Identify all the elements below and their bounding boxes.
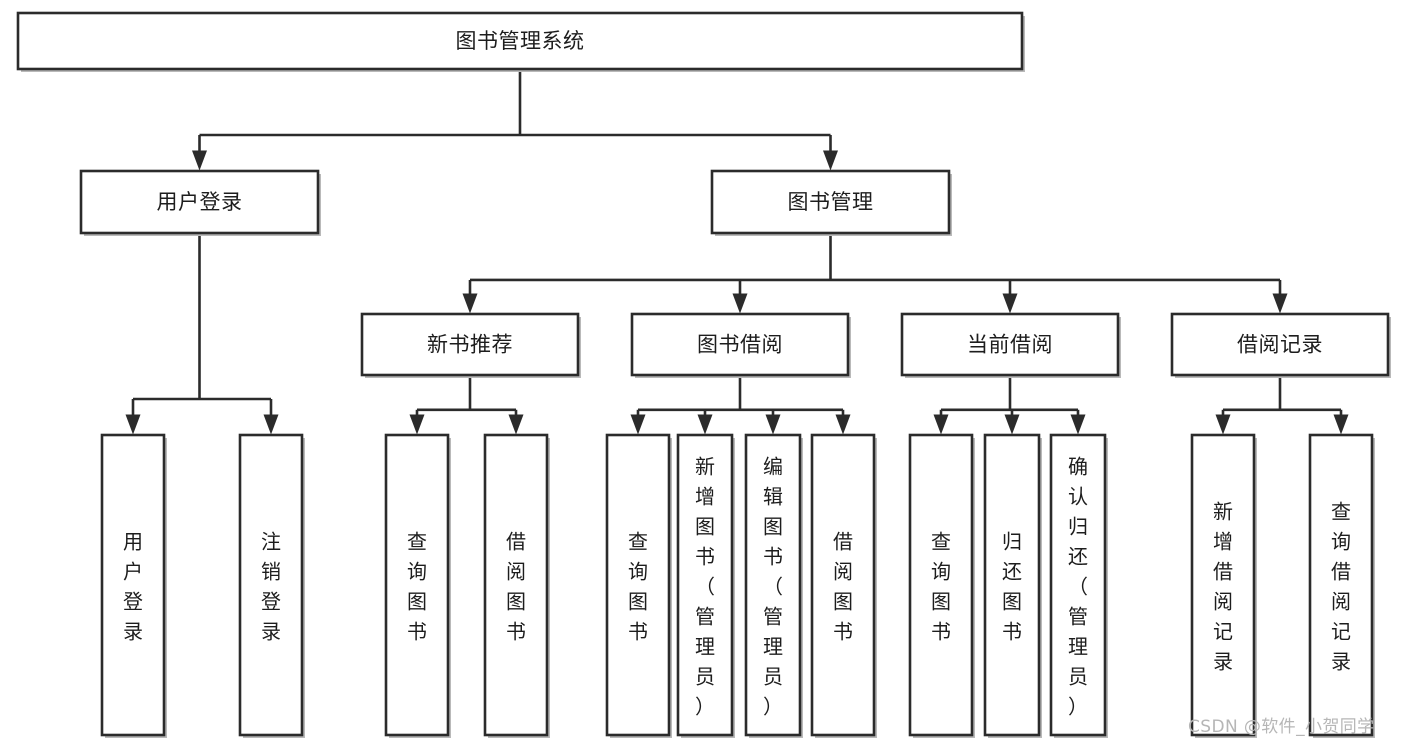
node-label: 图书管理 xyxy=(788,190,874,214)
node-label: 归还图书 xyxy=(1002,529,1022,643)
node-box[interactable] xyxy=(384,433,450,737)
node-box[interactable] xyxy=(900,312,1120,377)
node-leaf-confirm-return[interactable]: 确认归还（管理员） xyxy=(1049,433,1108,738)
node-box[interactable] xyxy=(908,433,974,737)
node-box[interactable] xyxy=(630,312,850,377)
arrow-head-icon xyxy=(192,150,207,171)
node-box[interactable] xyxy=(16,11,1024,71)
node-box[interactable] xyxy=(100,433,166,737)
node-label: 确认归还（管理员） xyxy=(1068,454,1088,718)
node-book-borrow[interactable]: 图书借阅 xyxy=(630,312,851,378)
arrow-head-icon xyxy=(263,414,279,435)
node-user-login[interactable]: 用户登录 xyxy=(79,169,321,236)
node-leaf-query-book-cur[interactable]: 查询图书 xyxy=(908,433,975,738)
node-box[interactable] xyxy=(238,433,304,737)
node-box[interactable] xyxy=(1170,312,1390,377)
node-leaf-user-logout[interactable]: 注销登录 xyxy=(238,433,305,738)
node-box[interactable] xyxy=(1049,433,1107,737)
arrow-head-icon xyxy=(125,414,141,435)
node-label: 当前借阅 xyxy=(967,333,1053,357)
node-label: 借阅图书 xyxy=(833,529,853,643)
node-leaf-add-record[interactable]: 新增借阅记录 xyxy=(1190,433,1257,738)
arrow-head-icon xyxy=(1002,293,1018,314)
node-root[interactable]: 图书管理系统 xyxy=(16,11,1025,72)
node-box[interactable] xyxy=(810,433,876,737)
arrow-head-icon xyxy=(823,150,838,171)
node-borrow-record[interactable]: 借阅记录 xyxy=(1170,312,1391,378)
node-label: 新书推荐 xyxy=(427,333,513,357)
connector-layer xyxy=(125,69,1349,435)
node-label: 新增图书（管理员） xyxy=(695,454,715,718)
arrow-head-icon xyxy=(765,414,781,435)
arrow-head-icon xyxy=(1004,414,1020,435)
arrow-head-icon xyxy=(933,414,949,435)
arrow-head-icon xyxy=(508,414,524,435)
node-label: 查询图书 xyxy=(628,529,648,643)
node-label: 图书借阅 xyxy=(697,333,783,357)
node-label: 查询图书 xyxy=(407,529,427,643)
node-leaf-query-record[interactable]: 查询借阅记录 xyxy=(1308,433,1375,738)
node-book-manage[interactable]: 图书管理 xyxy=(710,169,952,236)
node-box[interactable] xyxy=(483,433,549,737)
node-box[interactable] xyxy=(676,433,734,737)
node-box[interactable] xyxy=(983,433,1041,737)
node-label: 编辑图书（管理员） xyxy=(763,454,783,718)
arrow-head-icon xyxy=(1215,414,1231,435)
arrow-head-icon xyxy=(697,414,713,435)
node-label: 查询图书 xyxy=(931,529,951,643)
arrow-head-icon xyxy=(1070,414,1086,435)
node-current-borrow[interactable]: 当前借阅 xyxy=(900,312,1121,378)
node-leaf-query-book-rec[interactable]: 查询图书 xyxy=(384,433,451,738)
node-label: 用户登录 xyxy=(157,190,243,214)
node-leaf-edit-book[interactable]: 编辑图书（管理员） xyxy=(744,433,803,738)
node-box[interactable] xyxy=(710,169,951,235)
node-leaf-add-book[interactable]: 新增图书（管理员） xyxy=(676,433,735,738)
node-box[interactable] xyxy=(1190,433,1256,737)
arrow-head-icon xyxy=(630,414,646,435)
node-label: 查询借阅记录 xyxy=(1331,499,1351,673)
arrow-head-icon xyxy=(1272,293,1288,314)
node-label: 图书管理系统 xyxy=(456,29,585,53)
node-label: 新增借阅记录 xyxy=(1213,499,1233,673)
node-new-book-recommend[interactable]: 新书推荐 xyxy=(360,312,581,378)
csdn-watermark: CSDN @软件_小贺同学 xyxy=(1188,717,1375,737)
node-box[interactable] xyxy=(605,433,671,737)
arrow-head-icon xyxy=(835,414,851,435)
node-leaf-borrow-book[interactable]: 借阅图书 xyxy=(810,433,877,738)
node-label: 借阅记录 xyxy=(1237,333,1323,357)
node-leaf-borrow-book-rec[interactable]: 借阅图书 xyxy=(483,433,550,738)
node-label: 注销登录 xyxy=(261,529,281,643)
node-box[interactable] xyxy=(744,433,802,737)
node-box[interactable] xyxy=(79,169,320,235)
node-layer: 图书管理系统用户登录图书管理新书推荐图书借阅当前借阅借阅记录用户登录注销登录查询… xyxy=(16,11,1391,738)
arrow-head-icon xyxy=(409,414,425,435)
node-leaf-user-login[interactable]: 用户登录 xyxy=(100,433,167,738)
node-box[interactable] xyxy=(360,312,580,377)
arrow-head-icon xyxy=(462,293,478,314)
arrow-head-icon xyxy=(1333,414,1349,435)
arrow-head-icon xyxy=(732,293,748,314)
node-box[interactable] xyxy=(1308,433,1374,737)
node-label: 借阅图书 xyxy=(506,529,526,643)
node-leaf-query-book-borrow[interactable]: 查询图书 xyxy=(605,433,672,738)
node-label: 用户登录 xyxy=(123,529,143,643)
node-leaf-return-book[interactable]: 归还图书 xyxy=(983,433,1042,738)
